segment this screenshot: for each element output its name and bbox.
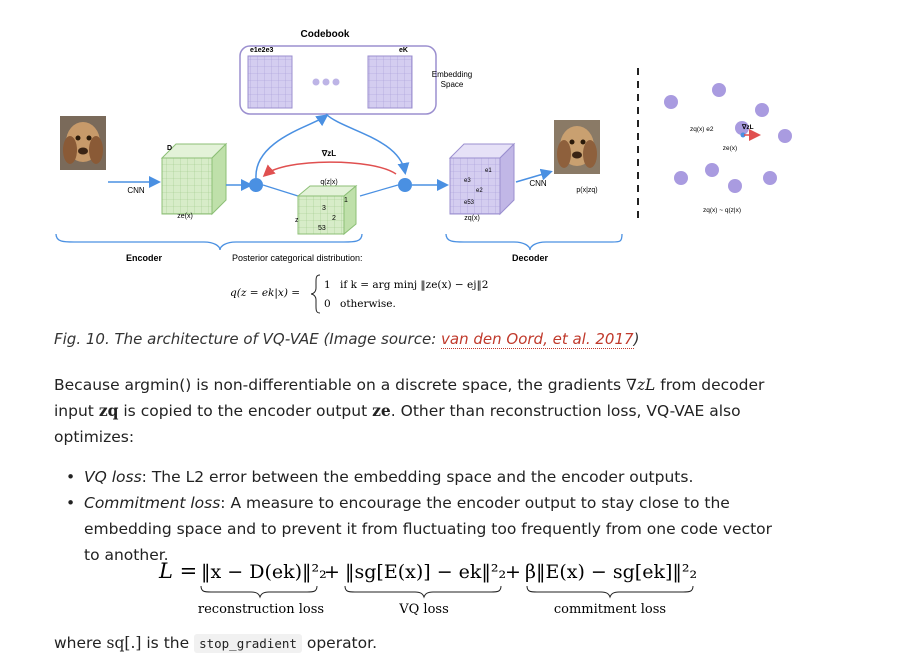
decoder-cube-label: e2: [476, 188, 483, 194]
loss-lhs: L =: [158, 559, 197, 583]
vqvae-architecture-figure: Codebook e1e2e3 eK Embedding Space CNN D…: [55, 29, 792, 314]
decoder-input-cube: [448, 142, 516, 216]
decoder-cube-label: e1: [485, 168, 492, 174]
codebook-last-label: eK: [399, 47, 408, 54]
sg-math: sq[.]: [106, 634, 142, 652]
cnn-left-label: CNN: [127, 186, 145, 195]
z-label: z: [295, 217, 299, 224]
output-dog-image: [554, 120, 600, 174]
svg-text:+: +: [324, 561, 340, 583]
figure-caption: Fig. 10. The architecture of VQ-VAE (Ima…: [54, 330, 640, 349]
svg-text:+: +: [505, 561, 521, 583]
codebook-ellipsis-dot: [312, 78, 320, 86]
index-grid: [296, 184, 358, 236]
input-dog-image: [60, 116, 106, 170]
codebook-vector-last: [367, 55, 413, 109]
decoder-cube-label: e3: [464, 178, 471, 184]
codebook-title: Codebook: [301, 29, 350, 40]
decoder-node: [398, 178, 412, 192]
caption-close: ): [633, 330, 640, 348]
gradient-math: ∇zL: [626, 376, 656, 394]
loss-term-reconstruction: ‖x − D(ek)‖²₂: [201, 561, 327, 583]
codebook-ellipsis-dot: [332, 78, 340, 86]
loss-term-commitment: β‖E(x) − sg[ek]‖²₂: [525, 561, 697, 583]
posterior-label: Posterior categorical distribution:: [232, 253, 363, 263]
grid-value: 3: [322, 205, 326, 212]
label-reconstruction: reconstruction loss: [198, 602, 324, 617]
stop-gradient-code: stop_gradient: [194, 634, 302, 653]
cnn-right-label: CNN: [529, 179, 547, 188]
embedding-space-label: Embedding: [432, 70, 472, 79]
right-sample-label: zq(x) ~ q(z|x): [703, 207, 741, 214]
encoder-point: [740, 132, 746, 138]
eq-case0-value: 0: [324, 298, 331, 310]
body-paragraph: Because argmin() is non-differentiable o…: [54, 376, 765, 446]
eq-lhs: q(z = ek|x) =: [230, 287, 300, 300]
decoder-cube-label: e53: [464, 200, 475, 206]
encoder-label: Encoder: [126, 253, 163, 263]
source-link[interactable]: van den Oord, et al. 2017: [441, 330, 634, 349]
zq-label: zq(x): [464, 215, 480, 222]
underbrace-reconstruction: [200, 585, 318, 599]
eq-case1-cond: if k = arg minj ‖ze(x) − ej‖2: [340, 279, 488, 292]
right-zq-ek-label: zq(x) e2: [690, 126, 714, 133]
decoder-bracket: [445, 233, 623, 251]
right-ze-label: ze(x): [723, 145, 737, 152]
eq-case1-value: 1: [324, 279, 331, 291]
d-label: D: [167, 145, 172, 152]
grid-value: 2: [332, 215, 336, 222]
encoder-node: [249, 178, 263, 192]
right-grad-label: ∇zL: [741, 123, 754, 131]
embedding-points: [664, 83, 792, 193]
loss-equation: L = ‖x − D(ek)‖²₂ + ‖sg[E(x)] − ek‖²₂ + …: [158, 559, 697, 617]
underbrace-vq: [344, 585, 502, 599]
zq-math: zq: [98, 401, 119, 420]
grid-value: 1: [344, 197, 348, 204]
footer-sentence: where sq[.] is the stop_gradient operato…: [54, 634, 377, 653]
loss-term-vq: ‖sg[E(x)] − ek‖²₂: [345, 561, 506, 583]
ze-label: ze(x): [177, 213, 193, 220]
codebook-first-labels: e1e2e3: [250, 47, 273, 54]
qzx-label: q(z|x): [320, 179, 337, 186]
underbrace-commitment: [526, 585, 694, 599]
output-label: p(x|zq): [576, 187, 597, 194]
caption-text: Fig. 10. The architecture of VQ-VAE (Ima…: [54, 330, 442, 348]
ze-math: ze: [372, 401, 391, 420]
eq-brace: [310, 274, 321, 314]
codebook-vector-first: [247, 55, 293, 109]
list-item: Commitment loss: A measure to encourage …: [64, 490, 784, 568]
encoder-bracket: [55, 233, 363, 251]
grad-label: ∇zL: [321, 149, 336, 158]
label-commitment: commitment loss: [554, 602, 666, 617]
decoder-label: Decoder: [512, 253, 549, 263]
eq-case0-cond: otherwise.: [340, 298, 396, 310]
label-vq: VQ loss: [398, 602, 449, 617]
embedding-space-label: Space: [441, 80, 464, 89]
grid-value: 53: [318, 225, 326, 232]
loss-list: VQ loss: The L2 error between the embedd…: [64, 464, 784, 568]
encoder-output-cube: [160, 142, 228, 216]
codebook-ellipsis-dot: [322, 78, 330, 86]
list-item: VQ loss: The L2 error between the embedd…: [64, 464, 784, 490]
